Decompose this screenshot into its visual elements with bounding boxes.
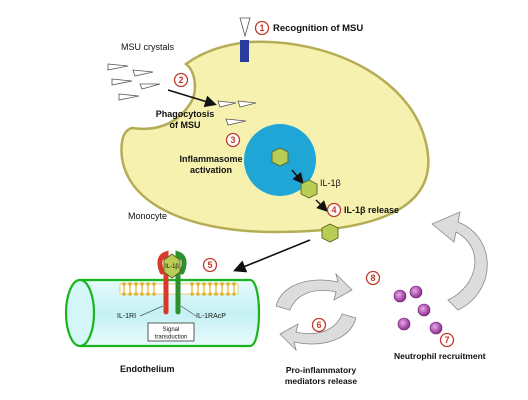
pro-inflammatory-cycle <box>275 272 357 352</box>
inflammasome-label-1: Inflammasome <box>179 154 242 164</box>
svg-text:6: 6 <box>316 320 321 330</box>
msu-crystals-group <box>107 63 161 101</box>
inflammasome-label-2: activation <box>190 165 232 175</box>
il1ri-receptor <box>157 250 169 315</box>
pro-inflammatory-label-1: Pro-inflammatory <box>286 365 357 375</box>
step-8-marker: 8 <box>365 270 381 286</box>
internalized-crystals <box>217 100 257 126</box>
svg-text:transduction: transduction <box>155 335 188 341</box>
il1-receptor-complex: IL-1β <box>157 250 187 315</box>
phagocytosis-arrow <box>167 89 217 108</box>
pro-inflammatory-label-2: mediators release <box>285 376 358 386</box>
step-1-marker: 1 <box>254 20 270 36</box>
step-4-marker: 4 <box>326 202 342 218</box>
il1racp-label: IL-1RAcP <box>196 313 226 320</box>
phagocytosis-label-2: of MSU <box>170 120 201 130</box>
monocyte-label: Monocyte <box>128 211 167 221</box>
step-5-marker: 5 <box>202 257 218 273</box>
svg-text:8: 8 <box>370 273 375 283</box>
svg-text:4: 4 <box>331 205 336 215</box>
svg-text:2: 2 <box>178 75 183 85</box>
step-7-marker: 7 <box>439 332 455 348</box>
svg-text:3: 3 <box>230 135 235 145</box>
step-6-marker: 6 <box>311 317 327 333</box>
il1ri-label: IL-1RI <box>117 313 136 320</box>
il1b-bound-label: IL-1β <box>165 264 179 270</box>
signal-transduction-box: Signal transduction <box>147 322 195 342</box>
msu-crystals-label: MSU crystals <box>121 42 175 52</box>
il1b-label: IL-1β <box>320 178 341 188</box>
msu-receptor <box>240 40 249 62</box>
il1racp-receptor <box>175 250 187 315</box>
il1b-release-label: IL-1β release <box>344 205 399 215</box>
msu-crystal-on-receptor <box>239 17 251 38</box>
phagocytosis-label-1: Phagocytosis <box>156 109 215 119</box>
svg-text:Signal: Signal <box>163 327 180 333</box>
svg-text:1: 1 <box>259 23 264 33</box>
il1b-released <box>321 223 339 243</box>
svg-text:7: 7 <box>444 335 449 345</box>
step-2-marker: 2 <box>173 72 189 88</box>
il1b-in-nucleus <box>271 147 289 167</box>
to-endothelium-arrow <box>233 239 311 273</box>
il1b-bound <box>163 253 181 279</box>
recirculation-arrow <box>431 211 488 311</box>
il1b-release-arrow <box>315 199 328 212</box>
neutrophils <box>393 285 443 335</box>
recognition-label: Recognition of MSU <box>273 23 363 34</box>
step-3-marker: 3 <box>225 132 241 148</box>
il1b-exit-arrow <box>291 169 304 185</box>
il1b-leaving <box>300 179 318 199</box>
neutrophil-label: Neutrophil recruitment <box>394 351 486 361</box>
svg-text:5: 5 <box>207 260 212 270</box>
endothelium-label: Endothelium <box>120 364 175 374</box>
